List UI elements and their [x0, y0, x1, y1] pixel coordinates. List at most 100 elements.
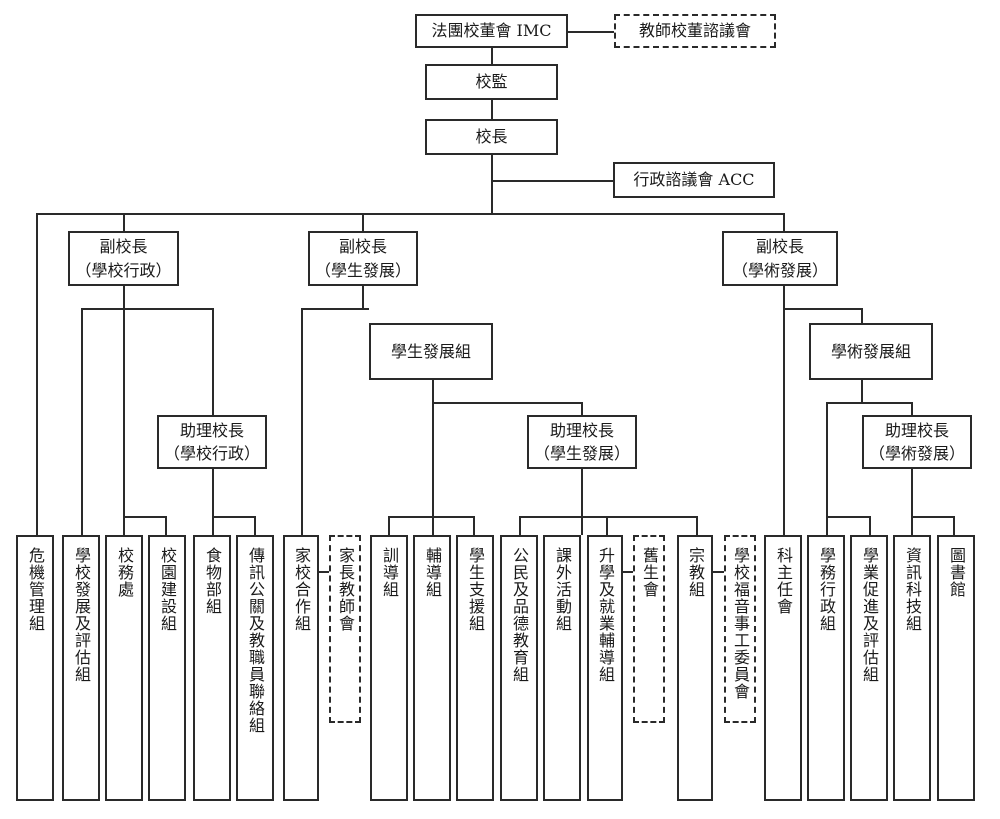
- unit-civic-label: 公民及品德教育組: [510, 547, 529, 683]
- teachers-council-box: 教師校董諮議會: [614, 14, 776, 48]
- vp-student-box: 副校長 （學生發展）: [308, 231, 418, 286]
- connector-line: [212, 516, 256, 518]
- principal-box: 校長: [425, 119, 558, 155]
- unit-school-affairs-label: 校務處: [115, 547, 134, 598]
- connector-line: [826, 516, 871, 518]
- connector-line: [491, 100, 493, 120]
- unit-crisis-label: 危機管理組: [26, 547, 45, 632]
- dashed-connector: [316, 571, 330, 573]
- unit-discipline: 訓導組: [370, 535, 408, 801]
- connector-line: [123, 285, 125, 535]
- connector-line: [581, 402, 583, 415]
- unit-discipline-label: 訓導組: [380, 547, 399, 598]
- unit-religious-label: 宗教組: [686, 547, 705, 598]
- dashed-connector: [623, 571, 633, 573]
- unit-counselling-label: 輔導組: [423, 547, 442, 598]
- unit-eca-label: 課外活動組: [553, 547, 572, 632]
- connector-line: [826, 402, 913, 404]
- supervisor-label: 校監: [475, 72, 508, 92]
- unit-academic-promo-label: 學業促進及評估組: [860, 547, 879, 683]
- unit-academic-admin-label: 學務行政組: [817, 547, 836, 632]
- connector-line: [911, 402, 913, 415]
- unit-student-support-label: 學生支援組: [466, 547, 485, 632]
- imc-box: 法團校董會 IMC: [415, 14, 568, 48]
- unit-home-school-label: 家校合作組: [292, 547, 311, 632]
- connector-line: [165, 516, 167, 535]
- connector-line: [953, 516, 955, 535]
- unit-library: 圖書館: [937, 535, 975, 801]
- ap-admin-sub: （學校行政）: [163, 444, 260, 463]
- dashed-connector: [713, 571, 725, 573]
- vp-academic-sub: （學術發展）: [731, 260, 828, 280]
- connector-line: [826, 402, 828, 535]
- vp-admin-sub: （學校行政）: [75, 260, 172, 280]
- connector-line: [861, 308, 863, 324]
- unit-campus-build: 校園建設組: [148, 535, 186, 801]
- unit-comms: 傳訊公關及教職員聯絡組: [236, 535, 274, 801]
- connector-line: [519, 516, 698, 518]
- connector-line: [36, 213, 785, 215]
- unit-academic-admin: 學務行政組: [807, 535, 845, 801]
- connector-line: [783, 213, 785, 231]
- connector-line: [606, 516, 608, 535]
- unit-catering: 食物部組: [193, 535, 231, 801]
- unit-eca: 課外活動組: [543, 535, 581, 801]
- ap-student-sub: （學生發展）: [533, 444, 630, 463]
- connector-line: [581, 468, 583, 535]
- connector-line: [432, 380, 434, 535]
- academic-dev-team-label: 學術發展組: [830, 341, 911, 361]
- student-dev-team-box: 學生發展組: [369, 323, 493, 380]
- connector-line: [696, 516, 698, 535]
- connector-line: [81, 308, 83, 535]
- unit-gospel: 學校福音事工委員會: [724, 535, 756, 723]
- connector-line: [36, 213, 38, 535]
- unit-school-dev: 學校發展及評估組: [62, 535, 100, 801]
- vp-student-sub: （學生發展）: [314, 260, 411, 280]
- dashed-connector: [568, 31, 614, 33]
- unit-gospel-label: 學校福音事工委員會: [731, 547, 750, 700]
- unit-it: 資訊科技組: [893, 535, 931, 801]
- unit-it-label: 資訊科技組: [903, 547, 922, 632]
- connector-line: [212, 468, 214, 535]
- ap-academic-box: 助理校長（學術發展）: [862, 415, 972, 469]
- vp-admin-box: 副校長（學校行政）: [68, 231, 179, 286]
- unit-home-school: 家校合作組: [283, 535, 319, 801]
- unit-alumni: 舊生會: [633, 535, 665, 723]
- ap-student-box: 助理校長 （學生發展）: [527, 415, 637, 469]
- ap-admin-title: 助理校長: [179, 420, 244, 440]
- ap-student-title: 助理校長: [549, 420, 614, 440]
- connector-line: [869, 516, 871, 535]
- unit-alumni-label: 舊生會: [640, 547, 659, 598]
- connector-line: [473, 516, 475, 535]
- unit-crisis: 危機管理組: [16, 535, 54, 801]
- connector-line: [388, 516, 390, 535]
- connector-line: [783, 308, 863, 310]
- unit-counselling: 輔導組: [413, 535, 451, 801]
- connector-line: [491, 180, 613, 182]
- connector-line: [911, 468, 913, 535]
- supervisor-box: 校監: [425, 64, 558, 100]
- unit-campus-build-label: 校園建設組: [158, 547, 177, 632]
- connector-line: [519, 516, 521, 535]
- unit-school-affairs: 校務處: [105, 535, 143, 801]
- ap-academic-title: 助理校長: [884, 420, 949, 440]
- unit-pta: 家長教師會: [329, 535, 361, 723]
- acc-box: 行政諮議會 ACC: [613, 162, 775, 198]
- connector-line: [911, 516, 955, 518]
- acc-label: 行政諮議會 ACC: [633, 170, 755, 190]
- connector-line: [362, 285, 364, 309]
- vp-student-title: 副校長: [338, 237, 387, 257]
- vp-academic-box: 副校長（學術發展）: [722, 231, 838, 286]
- connector-line: [491, 154, 493, 214]
- ap-admin-box: 助理校長 （學校行政）: [157, 415, 267, 469]
- unit-school-dev-label: 學校發展及評估組: [72, 547, 91, 683]
- connector-line: [388, 516, 475, 518]
- unit-religious: 宗教組: [677, 535, 713, 801]
- connector-line: [254, 516, 256, 535]
- unit-careers: 升學及就業輔導組: [587, 535, 623, 801]
- unit-panel: 科主任會: [764, 535, 802, 801]
- connector-line: [783, 285, 785, 535]
- connector-line: [212, 308, 214, 415]
- connector-line: [301, 308, 369, 310]
